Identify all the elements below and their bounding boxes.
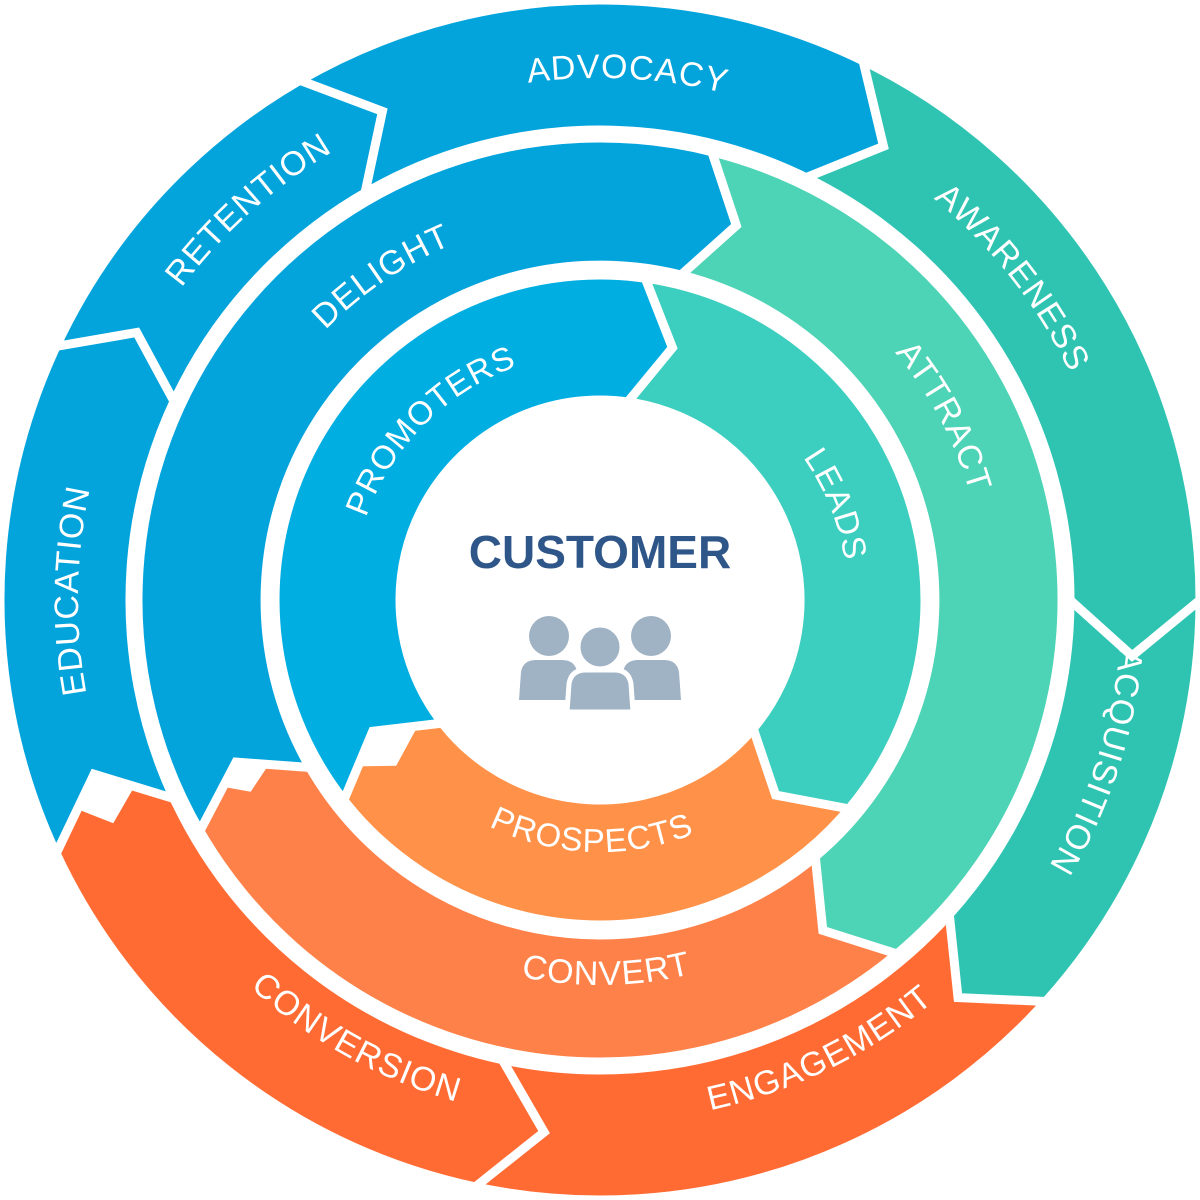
attract-segment (671, 145, 1067, 959)
awareness-segment (794, 52, 1200, 662)
center-title: CUSTOMER (469, 526, 731, 578)
delight-segment (133, 133, 742, 841)
prospects-segment (310, 690, 869, 930)
inner-ring (270, 270, 930, 930)
leads-segment (619, 272, 930, 814)
center-hub: CUSTOMER (402, 402, 798, 798)
center-circle (402, 402, 798, 798)
people-group-icon (519, 616, 681, 715)
promoters-segment (270, 270, 678, 809)
